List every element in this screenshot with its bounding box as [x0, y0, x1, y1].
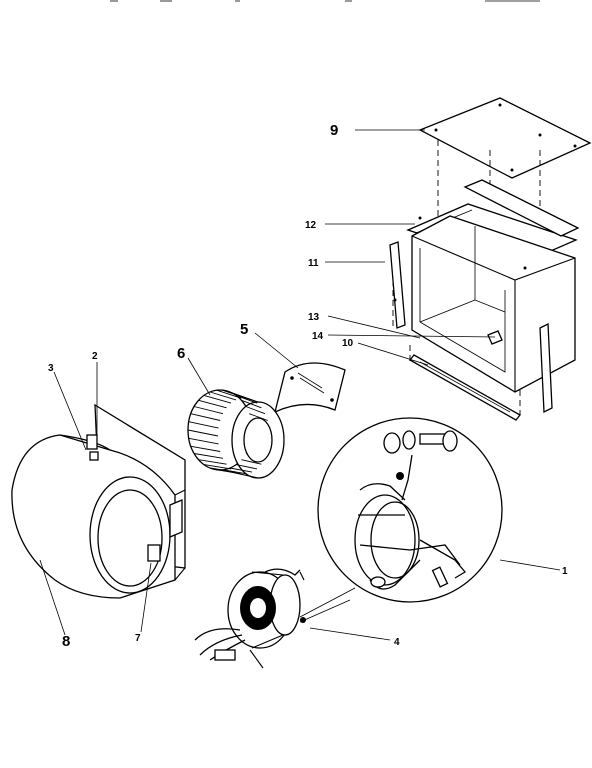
wheel-vane [188, 437, 219, 445]
wheel-vane [241, 399, 262, 409]
callout-12: 12 [305, 220, 317, 231]
wheel-vane [203, 394, 232, 404]
wheel-vane [229, 467, 253, 473]
wheel-vane [187, 429, 219, 437]
callout-1: 1 [562, 566, 568, 577]
wheel-vane [216, 469, 242, 475]
callout-9: 9 [330, 122, 338, 139]
wheel-vane [245, 406, 266, 415]
callout-4: 4 [394, 637, 400, 648]
callout-11: 11 [308, 258, 319, 269]
callout-3: 3 [48, 363, 54, 374]
motor-mount-detail [317, 417, 503, 603]
wheel-vane [210, 467, 237, 473]
cutoff-plate-part [274, 362, 346, 414]
callout-14: 14 [312, 331, 324, 342]
callout-8: 8 [62, 633, 70, 650]
callout-5: 5 [240, 321, 248, 338]
callout-6: 6 [177, 345, 185, 362]
callout-7: 7 [135, 633, 141, 644]
wheel-vane [229, 391, 253, 401]
wheel-vane [209, 391, 237, 401]
wheel-vane [216, 389, 242, 399]
wheel-vane [193, 406, 224, 415]
wheel-vane [235, 394, 258, 404]
wheel-vane [188, 421, 219, 429]
wheel-vane [198, 399, 227, 409]
callout-10: 10 [342, 338, 354, 349]
callout-13: 13 [308, 312, 320, 323]
blower-housing-part [11, 403, 186, 599]
wheel-vane [249, 413, 268, 421]
wheel-vane [241, 459, 262, 465]
callout-labels: 9 12 11 13 14 10 5 6 2 3 1 7 8 4 [48, 122, 568, 650]
blower-wheel-part [187, 389, 285, 479]
wheel-vane [190, 413, 221, 421]
wheel-vane [235, 464, 258, 470]
wheel-vane [194, 453, 224, 459]
callout-leaders [39, 129, 561, 641]
motor-part [194, 568, 306, 669]
callout-2: 2 [92, 351, 98, 362]
detail-leader-lines [299, 587, 356, 623]
top-panel-part [418, 97, 592, 179]
wheel-vane [198, 459, 227, 465]
wheel-vane [203, 464, 232, 470]
wheel-vane [190, 445, 221, 452]
cabinet-box-part [389, 179, 580, 421]
